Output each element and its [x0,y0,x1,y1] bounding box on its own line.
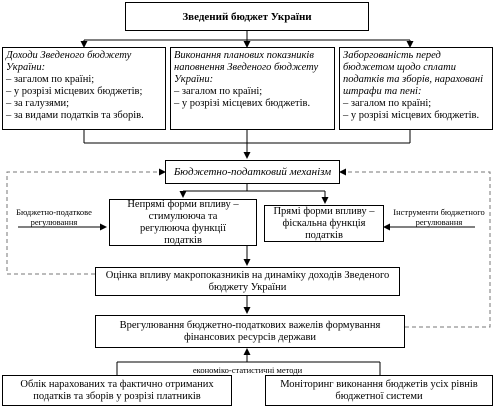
box-line: Непрямі форми впливу – [127,198,239,210]
feedback-left [6,168,166,275]
feedback-right [339,168,491,328]
arrears-heading: Заборгованість перед бюджетом щодо сплат… [343,50,489,98]
list-item: – у розрізі місцевих бюджетів. [174,98,311,109]
heading-line: штрафи та пені: [343,86,422,97]
list-item: – загалом по країні; [6,74,95,85]
arrears-box: Заборгованість перед бюджетом щодо сплат… [339,47,493,130]
consolidated-budget-box: Зведений бюджет України [125,2,369,31]
monitoring-box: Моніторинг виконання бюджетів усіх рівні… [265,375,493,406]
revenues-heading: Доходи Зведеного бюджету України: [6,50,162,74]
box-line: Моніторинг виконання бюджетів усіх рівні… [280,378,478,390]
revenues-list: – загалом по країні; – у розрізі місцеви… [6,74,162,122]
consolidated-budget-title: Зведений бюджет України [182,10,312,23]
budget-tax-regulation-label: Бюджетно-податкове регулювання [6,207,102,227]
label-line: регулювання [415,217,463,227]
arrears-list: – загалом по країні; – у розрізі місцеви… [343,98,489,122]
direct-forms-box: Прямі форми впливу – фіскальна функція п… [264,205,384,242]
box-line: Оцінка впливу макропоказників на динамік… [105,269,390,281]
heading-line: податків та зборів, нарахованi [343,74,484,85]
box-line: фінансових ресурсів держави [183,331,317,343]
list-item: – у розрізі місцевих бюджетів; [6,86,143,97]
indirect-forms-box: Непрямі форми впливу – стимулююча та рег… [109,199,257,246]
box-line: регулююча функції [139,222,227,234]
label-line: Інструменти бюджетного [393,207,485,217]
heading-line: бюджетом щодо сплати [343,62,456,73]
box-line: стимулююча та [148,210,218,222]
heading-line: України: [6,62,46,73]
heading-line: України: [174,74,214,85]
label-line: регулювання [30,217,78,227]
list-item: – загалом по країні; [174,86,263,97]
mechanism-box: Бюджетно-податковий механізм [165,160,340,184]
heading-line: Доходи Зведеного бюджету [6,50,132,61]
mechanism-title: Бюджетно-податковий механізм [173,166,332,178]
box-line: фіскальна функція [282,217,366,229]
heading-line: наповнення Зведеного бюджету [174,62,319,73]
box-line: податків та зборів у розрізі платників [33,390,201,402]
assessment-box: Оцінка впливу макропоказників на динамік… [95,267,400,296]
plan-execution-heading: Виконання планових показників наповнення… [174,50,331,86]
box-line: Врегулювання бюджетно-податкових важелів… [119,319,381,331]
box-line: Облік нарахованих та фактично отриманих [20,378,214,390]
list-item: – загалом по країні; [343,98,432,109]
list-item: – за галузями; [6,98,70,109]
revenues-box: Доходи Зведеного бюджету України: – зага… [2,47,166,130]
heading-line: Виконання планових показників [174,50,314,61]
box-line: податків [305,229,343,241]
methods-label: економіко-статистичні методи [180,365,315,375]
box-line: бюджетної системи [335,390,423,402]
heading-line: Заборгованість перед [343,50,441,61]
plan-execution-box: Виконання планових показників наповнення… [170,47,335,130]
plan-execution-list: – загалом по країні; – у розрізі місцеви… [174,86,331,110]
regulation-instruments-label: Інструменти бюджетного регулювання [386,207,492,227]
box-line: Прямі форми впливу – [273,205,375,217]
accounting-box: Облік нарахованих та фактично отриманих … [2,375,232,406]
box-line: бюджету України [208,281,287,293]
box-line: податків [164,234,202,246]
regulation-box: Врегулювання бюджетно-податкових важелів… [95,315,405,348]
methods-text: економіко-статистичні методи [192,365,303,375]
list-item: – у розрізі місцевих бюджетів. [343,110,480,121]
label-line: Бюджетно-податкове [16,207,92,217]
list-item: – за видами податків та зборів. [6,110,144,121]
